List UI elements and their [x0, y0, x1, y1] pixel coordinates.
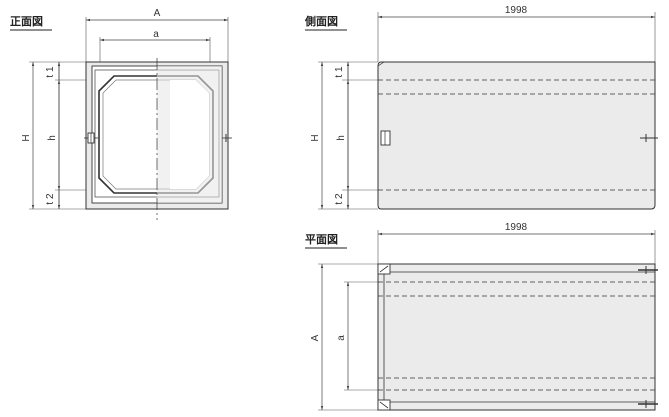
side-dim-h-label: h	[336, 135, 347, 141]
side-body-outline	[377, 61, 656, 210]
front-view-title: 正面図	[10, 14, 43, 28]
dim-a-label: a	[153, 29, 159, 40]
plan-view-title: 平面図	[305, 232, 338, 246]
plan-dim-length-label: 1998	[505, 222, 528, 233]
side-dim-t2-label: t 2	[334, 193, 345, 205]
front-view: 正面図 A a H t 1 h t 2	[10, 8, 232, 220]
plan-view: 平面図 1998 A a	[305, 222, 658, 411]
side-view-title: 側面図	[304, 14, 338, 28]
plan-lug-bottom-right	[638, 400, 658, 408]
side-dim-t1-label: t 1	[334, 66, 345, 78]
side-joint-left	[380, 130, 391, 146]
dim-H-label: H	[21, 134, 32, 141]
dim-A-label: A	[154, 8, 161, 19]
plan-body-outline	[377, 263, 656, 411]
dim-h-label: h	[47, 135, 58, 141]
plan-lug-bottom-left	[377, 399, 391, 411]
dim-t2-label: t 2	[45, 193, 56, 205]
plan-lug-top-right	[638, 266, 658, 274]
dim-t1-label: t 1	[45, 66, 56, 78]
front-opening-right-half	[170, 80, 209, 189]
plan-dim-A-label: A	[310, 334, 321, 341]
plan-lug-top-left	[377, 263, 391, 275]
front-joint-left	[84, 132, 98, 144]
side-joint-right	[640, 134, 658, 142]
side-chamfer	[377, 61, 385, 67]
side-dim-length-label: 1998	[505, 5, 528, 16]
plan-dim-a-label: a	[336, 335, 347, 341]
side-dim-H-label: H	[310, 134, 321, 141]
side-view: 側面図 1998 H t 1 h t 2	[304, 5, 658, 210]
front-joint-right	[222, 134, 232, 142]
